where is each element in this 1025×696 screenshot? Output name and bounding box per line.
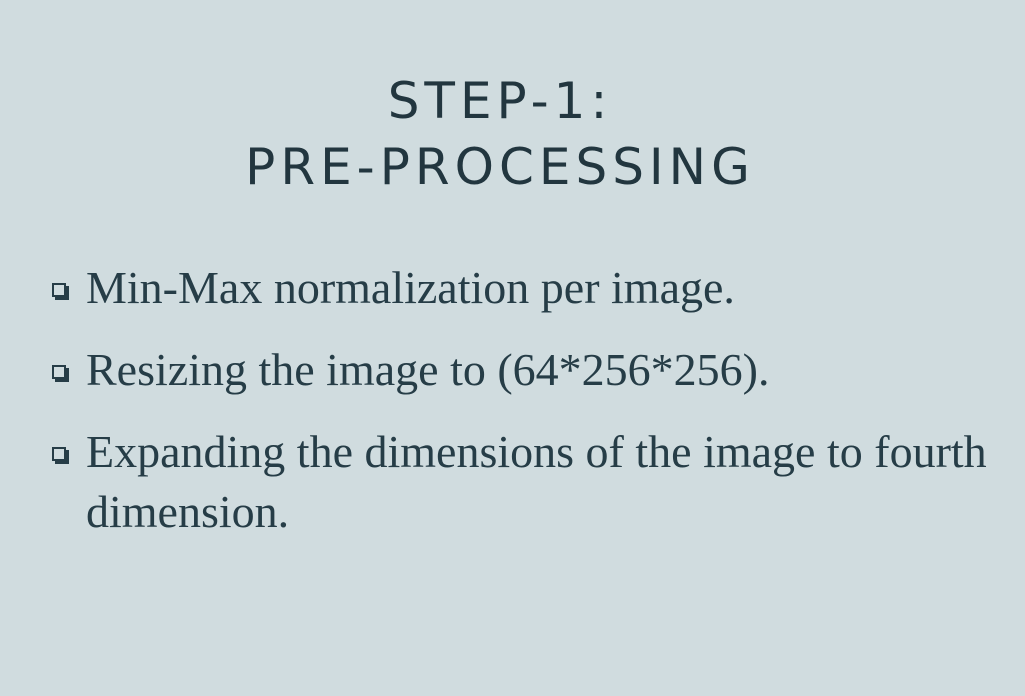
bullet-text: Expanding the dimensions of the image to… [86, 426, 987, 537]
bullet-item: Resizing the image to (64*256*256). [50, 340, 990, 400]
bullet-item: Expanding the dimensions of the image to… [50, 422, 990, 542]
square-bullet-icon [52, 365, 69, 382]
slide-title: STEP-1: PRE-PROCESSING [0, 68, 1000, 200]
slide-title-line-2: PRE-PROCESSING [245, 138, 755, 196]
square-bullet-icon [52, 447, 69, 464]
slide-title-line-1: STEP-1: [387, 72, 613, 130]
bullet-text: Resizing the image to (64*256*256). [86, 344, 770, 395]
square-bullet-icon [52, 283, 69, 300]
bullet-list: Min-Max normalization per image. Resizin… [50, 258, 990, 564]
bullet-item: Min-Max normalization per image. [50, 258, 990, 318]
bullet-text: Min-Max normalization per image. [86, 262, 735, 313]
